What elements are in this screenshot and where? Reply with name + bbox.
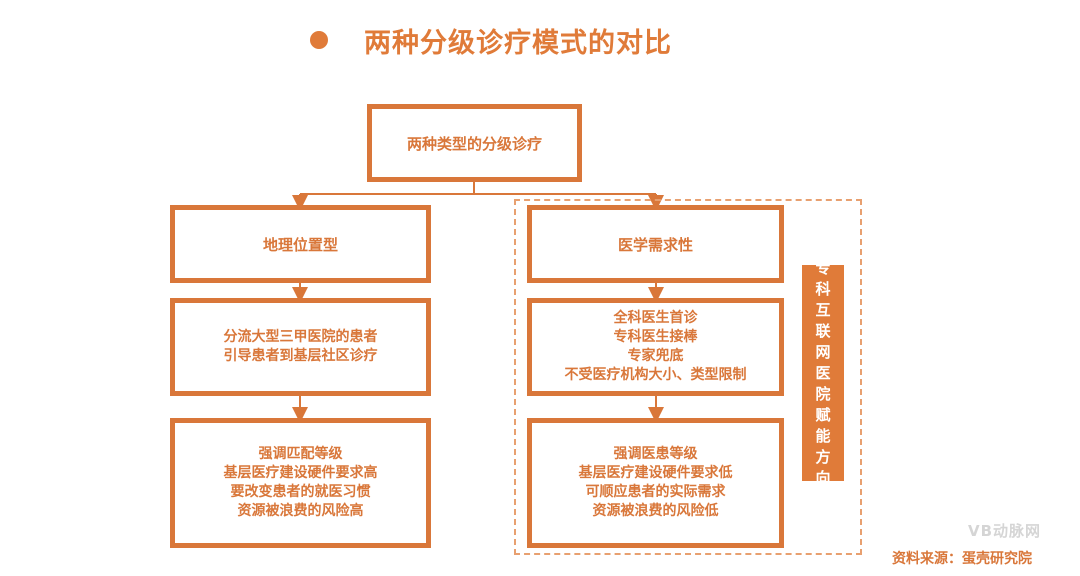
side-tag-char: 互 xyxy=(815,300,831,319)
geo-step3-line: 基层医疗建设硬件要求高 xyxy=(223,465,378,481)
geo-step2-line: 引导患者到基层社区诊疗 xyxy=(223,348,378,364)
medical-step2-line: 专家兜底 xyxy=(627,348,684,364)
title-group: 两种分级诊疗模式的对比 xyxy=(310,18,672,62)
watermark-logo: VB动脉网 xyxy=(968,522,1042,540)
medical-step2-line: 不受医疗机构大小、类型限制 xyxy=(564,367,747,383)
source-note: 资料来源：蛋壳研究院 xyxy=(892,551,1032,567)
internet-hospital-side-tag: 专 科 互 联 网 医 院 赋 能 方 向 xyxy=(802,259,844,487)
side-tag-char: 网 xyxy=(815,342,831,361)
geo-step2-line: 分流大型三甲医院的患者 xyxy=(223,329,378,345)
medical-step3-line: 资源被浪费的风险低 xyxy=(592,503,719,519)
geo-step3-node: 强调匹配等级 基层医疗建设硬件要求高 要改变患者的就医习惯 资源被浪费的风险高 xyxy=(170,418,431,548)
side-tag-char: 能 xyxy=(815,426,831,445)
page-title: 两种分级诊疗模式的对比 xyxy=(364,27,672,59)
geo-type-node: 地理位置型 xyxy=(170,205,431,283)
root-node: 两种类型的分级诊疗 xyxy=(367,104,582,182)
geo-step3-line: 资源被浪费的风险高 xyxy=(237,503,364,519)
geo-step3-line: 强调匹配等级 xyxy=(258,446,343,462)
medical-step3-node: 强调医患等级 基层医疗建设硬件要求低 可顺应患者的实际需求 资源被浪费的风险低 xyxy=(527,418,784,548)
medical-need-node: 医学需求性 xyxy=(527,205,784,283)
title-bullet-icon xyxy=(310,31,328,49)
side-tag-char: 方 xyxy=(815,447,831,466)
internet-hospital-dashed-frame xyxy=(514,199,862,555)
medical-need-label: 医学需求性 xyxy=(617,235,693,254)
medical-step2-line: 专科医生接棒 xyxy=(613,329,698,345)
geo-type-label: 地理位置型 xyxy=(262,235,338,254)
side-tag-char: 院 xyxy=(815,384,831,403)
medical-step3-line: 基层医疗建设硬件要求低 xyxy=(578,465,733,481)
side-tag-char: 专 xyxy=(815,258,831,277)
side-tag-char: 向 xyxy=(815,468,831,487)
side-tag-char: 联 xyxy=(815,321,831,340)
side-tag-char: 赋 xyxy=(815,405,831,424)
medical-step3-line: 可顺应患者的实际需求 xyxy=(585,484,726,500)
geo-step3-line: 要改变患者的就医习惯 xyxy=(230,484,371,500)
medical-step2-node: 全科医生首诊 专科医生接棒 专家兜底 不受医疗机构大小、类型限制 xyxy=(527,298,784,396)
medical-step3-line: 强调医患等级 xyxy=(613,446,698,462)
geo-step2-node: 分流大型三甲医院的患者 引导患者到基层社区诊疗 xyxy=(170,298,431,396)
medical-step2-line: 全科医生首诊 xyxy=(613,310,698,326)
side-tag-char: 医 xyxy=(815,363,831,382)
side-tag-char: 科 xyxy=(815,279,831,298)
root-node-label: 两种类型的分级诊疗 xyxy=(406,134,542,153)
